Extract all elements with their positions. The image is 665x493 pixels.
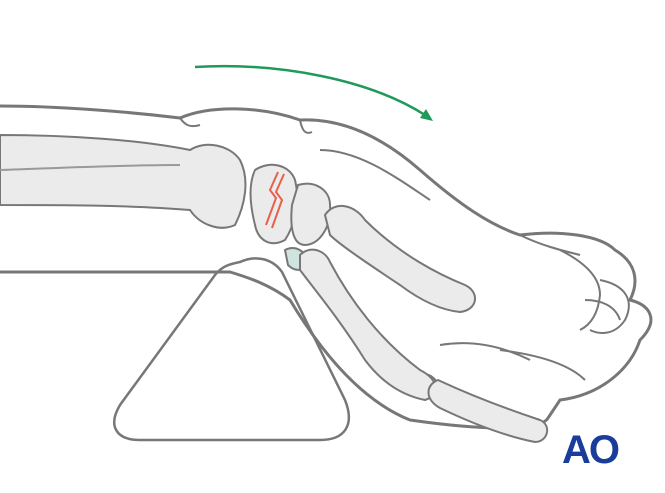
arm-outline [0,104,653,430]
radius-bone [0,133,247,229]
skin-fold [179,117,621,361]
capitate-bone [290,182,332,247]
ulna-bone [0,164,181,171]
flexion-arrow [194,64,426,117]
phalanx-bone [427,378,549,444]
ao-logo: AO [562,428,620,472]
metacarpal-bone [323,205,476,314]
arrow-head-icon [420,109,433,121]
fingers [499,249,630,381]
fracture-line [265,171,285,229]
